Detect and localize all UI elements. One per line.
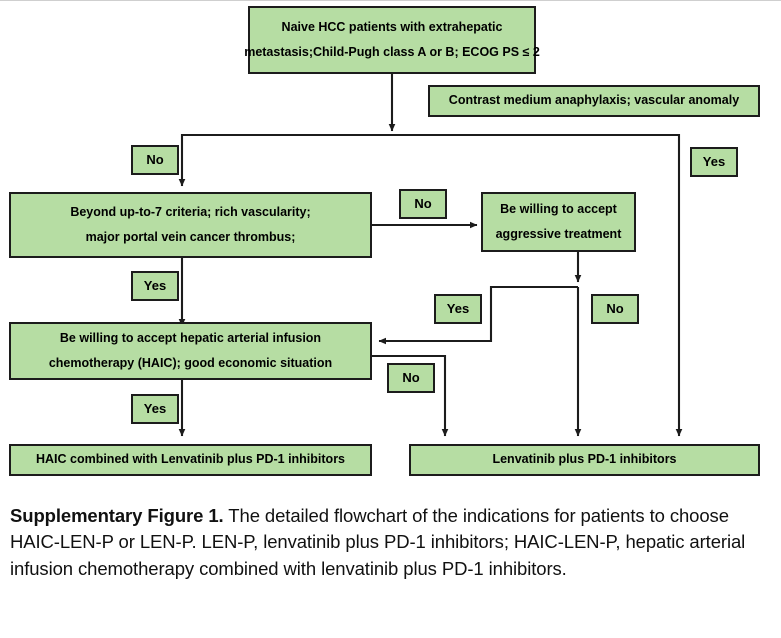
edge-label-aggressive-yes: Yes [434, 294, 482, 324]
edge-label-criteria-branch-no-text: No [414, 196, 432, 212]
edge-label-criteria-no-text: No [146, 152, 164, 168]
edge-label-haic-no-text: No [402, 370, 420, 386]
edge-label-haic-yes-text: Yes [143, 401, 167, 417]
edge-label-aggressive-no-text: No [606, 301, 624, 317]
node-start[interactable]: Naive HCC patients with extrahepatic met… [244, 6, 540, 74]
node-criteria-line1: Beyond up-to-7 criteria; rich vascularit… [70, 204, 311, 219]
edge-label-aggressive-yes-text: Yes [446, 301, 470, 317]
node-criteria-line2: major portal vein cancer thrombus; [85, 230, 296, 244]
edge-label-haic-no: No [387, 363, 435, 393]
node-start-line2: metastasis;Child-Pugh class A or B; ECOG… [244, 45, 540, 59]
top-divider [0, 0, 781, 1]
node-start-line1: Naive HCC patients with extrahepatic [281, 19, 503, 34]
node-aggressive-treatment[interactable]: Be willing to accept aggressive treatmen… [481, 192, 636, 252]
edge-label-aggressive-no: No [591, 294, 639, 324]
edge-split-left [178, 133, 392, 187]
edge-split-right-yes [392, 133, 683, 437]
flowchart-canvas: Naive HCC patients with extrahepatic met… [9, 6, 760, 476]
node-aggressive-line2: aggressive treatment [495, 227, 622, 241]
node-exclusion[interactable]: Contrast medium anaphylaxis; vascular an… [428, 85, 760, 117]
node-aggressive-line1: Be willing to accept [500, 201, 617, 216]
edge-label-exclusion-yes: Yes [690, 147, 738, 177]
node-criteria[interactable]: Beyond up-to-7 criteria; rich vascularit… [9, 192, 372, 258]
node-outcome-haic-line1: HAIC combined with Lenvatinib plus PD-1 … [35, 452, 346, 467]
edge-label-haic-yes: Yes [131, 394, 179, 424]
node-haic-willing-line1: Be willing to accept hepatic arterial in… [59, 330, 322, 345]
node-exclusion-line1: Contrast medium anaphylaxis; vascular an… [448, 93, 740, 108]
node-outcome-haic-len-p[interactable]: HAIC combined with Lenvatinib plus PD-1 … [9, 444, 372, 476]
figure-caption-text: The detailed flowchart of the indication… [10, 505, 746, 579]
node-outcome-len-p[interactable]: Lenvatinib plus PD-1 inhibitors [409, 444, 760, 476]
edge-label-exclusion-yes-text: Yes [702, 154, 726, 170]
edge-label-criteria-yes: Yes [131, 271, 179, 301]
figure-caption-label: Supplementary Figure 1. [10, 505, 224, 526]
edge-label-criteria-no: No [131, 145, 179, 175]
node-outcome-len-line1: Lenvatinib plus PD-1 inhibitors [492, 452, 677, 467]
node-haic-willing-line2: chemotherapy (HAIC); good economic situa… [48, 356, 333, 370]
figure-caption: Supplementary Figure 1. The detailed flo… [10, 503, 772, 582]
edge-label-criteria-yes-text: Yes [143, 278, 167, 294]
node-haic-willingness[interactable]: Be willing to accept hepatic arterial in… [9, 322, 372, 380]
edge-label-criteria-branch-no: No [399, 189, 447, 219]
